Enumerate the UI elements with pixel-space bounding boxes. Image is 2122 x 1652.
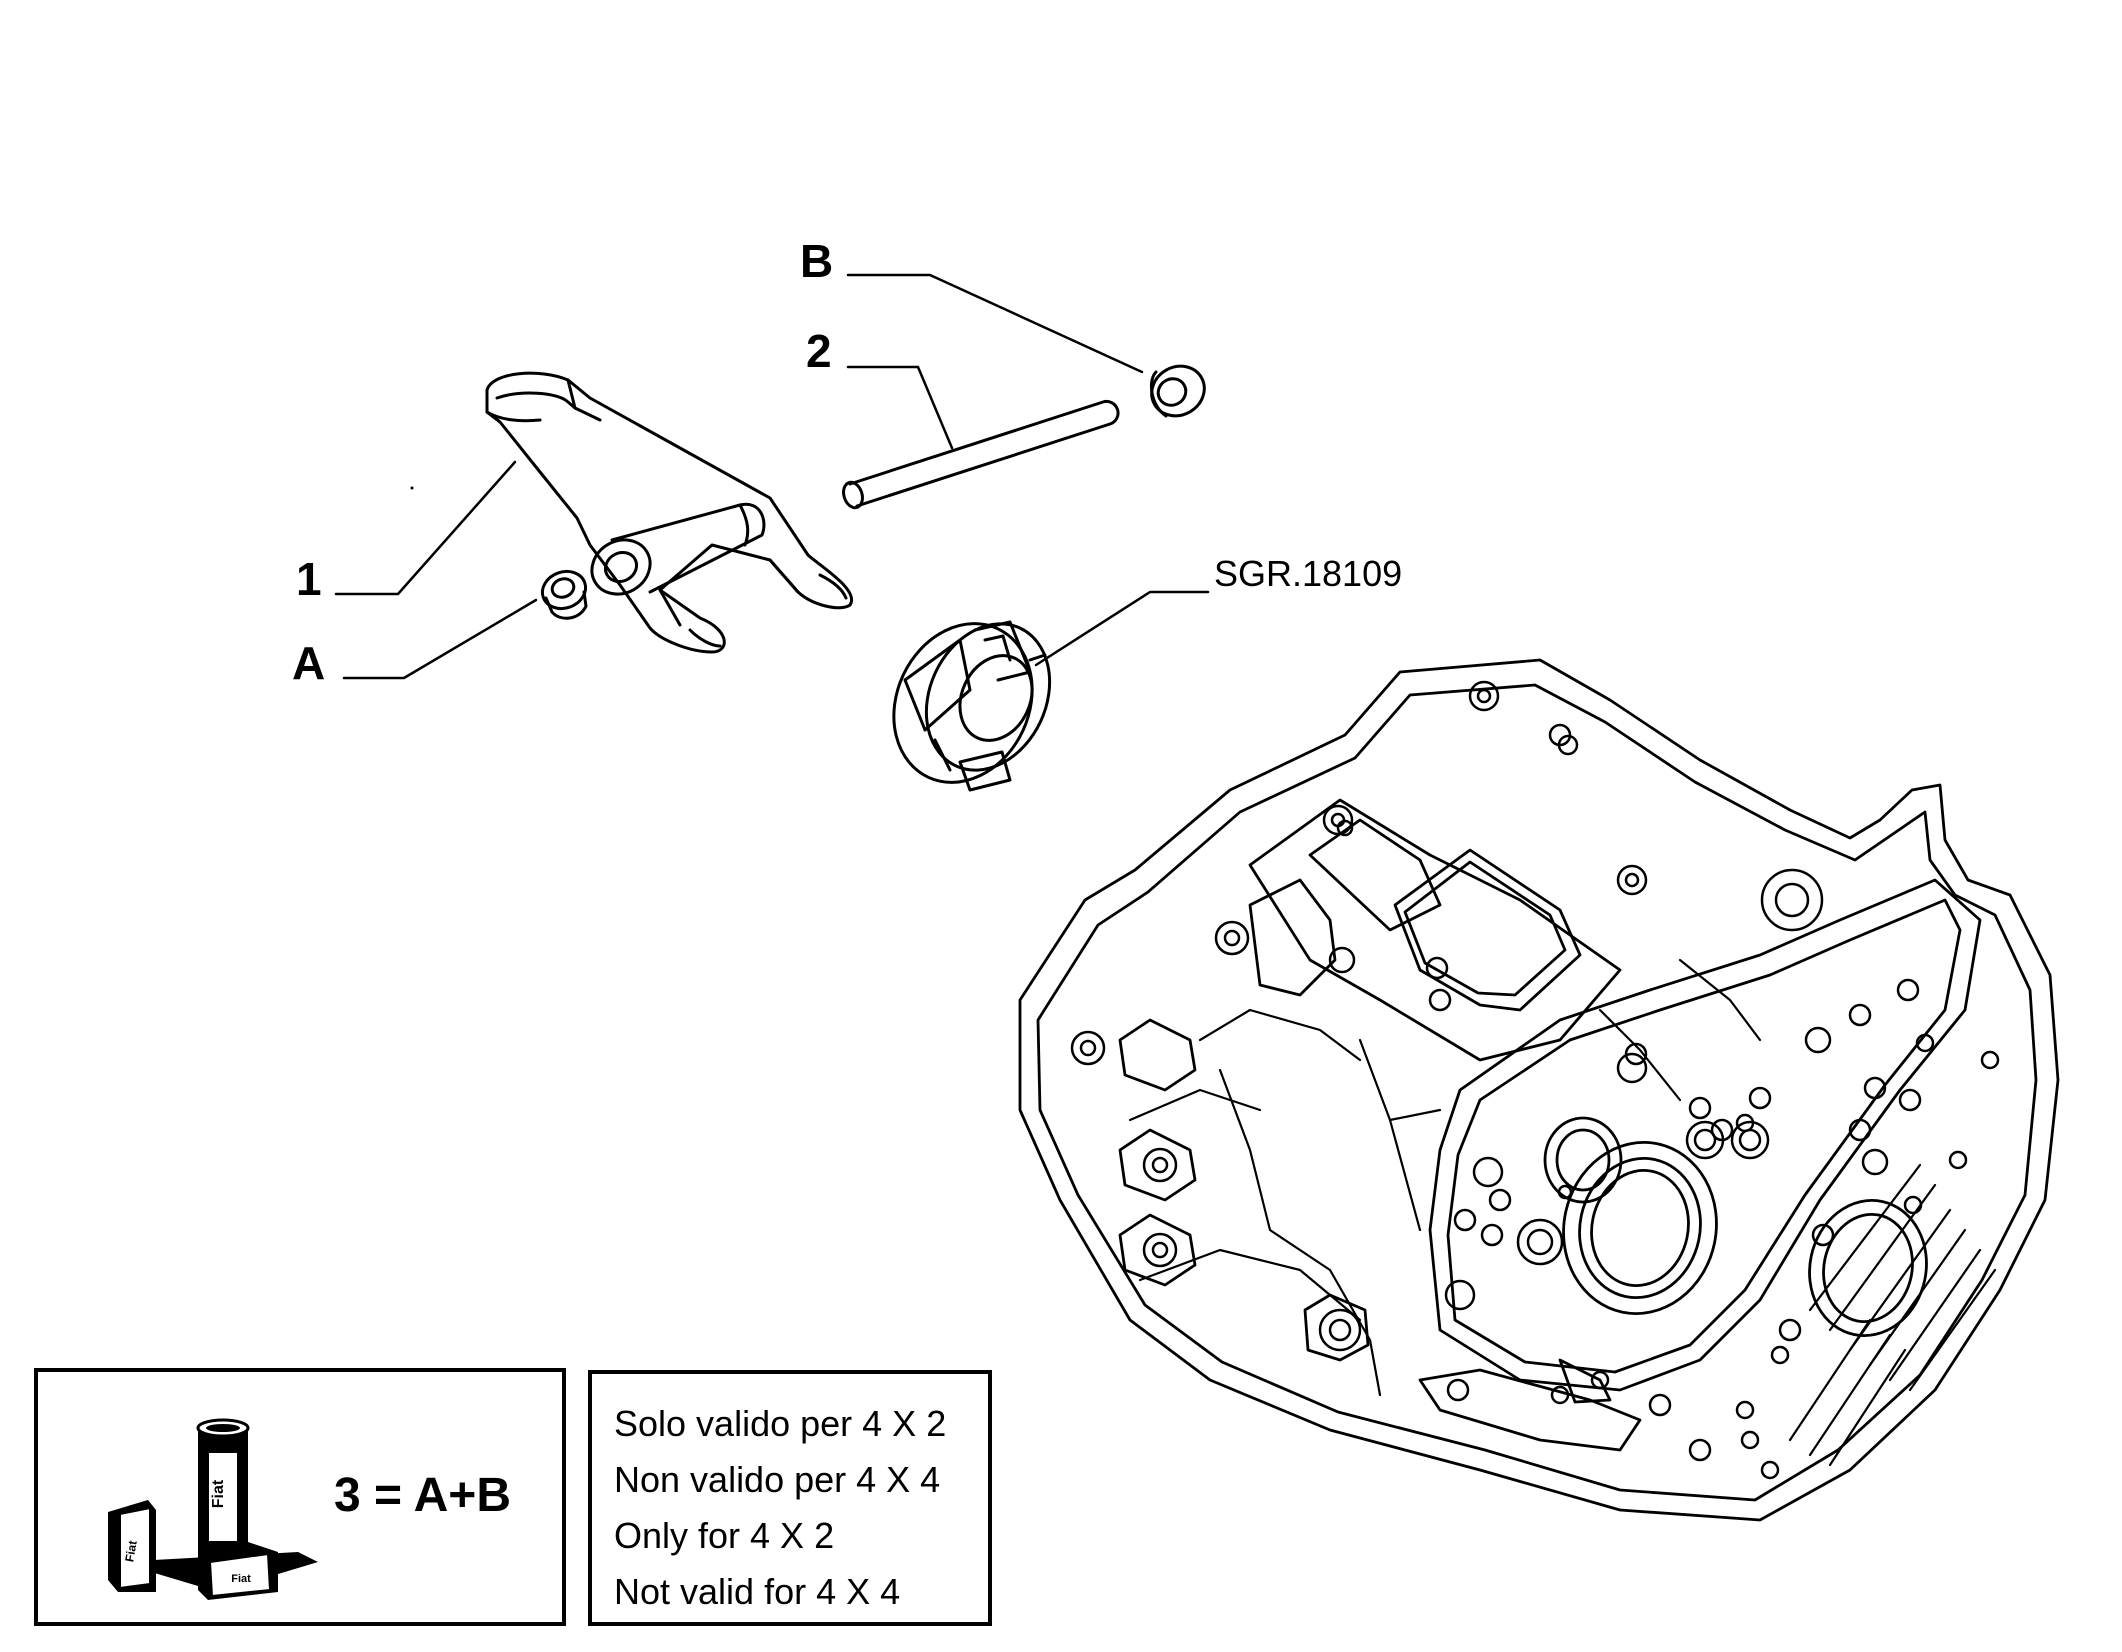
main-bore — [1562, 1141, 1718, 1315]
grease-cans-icon: Fiat Fiat Fiat — [108, 1418, 318, 1600]
leader-line-2 — [846, 365, 954, 450]
svg-text:Fiat: Fiat — [210, 1479, 227, 1508]
clutch-fork-1 — [485, 371, 854, 654]
svg-text:Fiat: Fiat — [231, 1573, 251, 1585]
callout-a: A — [292, 637, 326, 689]
reference-label: SGR.18109 — [1214, 553, 1403, 594]
shaft-2 — [842, 399, 1120, 510]
leader-line-b — [846, 273, 1144, 374]
leader-line-1 — [334, 460, 517, 596]
housing-ribs — [1128, 958, 1997, 1467]
washer-b — [1149, 364, 1206, 418]
validity-line: Non valido per 4 X 4 — [614, 1459, 941, 1500]
leader-line-a — [342, 598, 538, 680]
validity-box: Solo valido per 4 X 2 Non valido per 4 X… — [588, 1370, 992, 1626]
callout-1: 1 — [296, 553, 322, 605]
callout-b: B — [800, 235, 834, 287]
release-bearing — [892, 620, 1052, 792]
callout-2: 2 — [806, 325, 832, 377]
gearbox-housing — [1018, 658, 2060, 1522]
stray-dot — [410, 486, 414, 490]
leader-line-sgr — [1034, 590, 1210, 667]
bushing-a — [540, 569, 588, 620]
secondary-bore — [1808, 1199, 1928, 1337]
validity-line: Solo valido per 4 X 2 — [614, 1403, 947, 1444]
svg-text:Fiat: Fiat — [122, 1540, 139, 1563]
validity-line: Only for 4 X 2 — [614, 1515, 835, 1556]
kit-box: Fiat Fiat Fiat 3 = A+B — [34, 1368, 566, 1626]
validity-line: Not valid for 4 X 4 — [614, 1571, 901, 1612]
leader-lines — [334, 273, 1210, 680]
kit-formula: 3 = A+B — [334, 1469, 511, 1522]
mounting-holes — [1070, 680, 2000, 1480]
